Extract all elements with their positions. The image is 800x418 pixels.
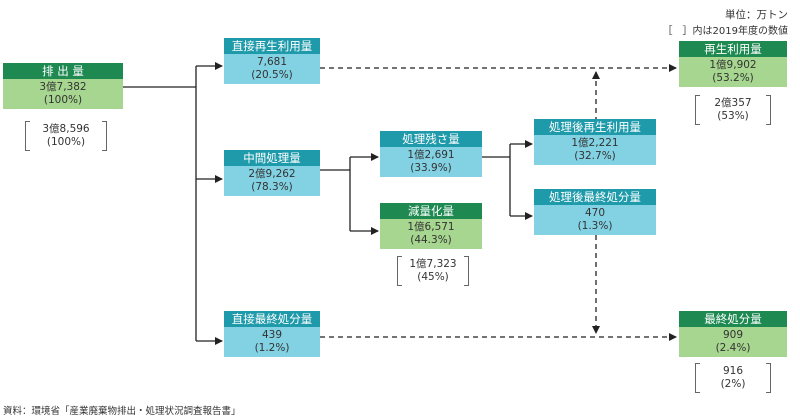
emission-prev-value: 3億8,596	[42, 123, 90, 135]
direct-final-label: 直接最終処分量	[224, 311, 320, 327]
emission-node: 排 出 量 3億7,382 (100%)	[3, 63, 123, 109]
direct-final-pct: (1.2%)	[254, 342, 290, 354]
post-final-pct: (1.3%)	[577, 220, 613, 232]
reduction-label: 減量化量	[380, 203, 482, 219]
intermediate-label: 中間処理量	[224, 150, 320, 166]
reuse-total-prev-bracket: 2億357 (53%)	[695, 95, 771, 125]
emission-label: 排 出 量	[3, 63, 123, 79]
residue-value: 1億2,691	[407, 149, 455, 161]
reduction-prev-bracket: 1億7,323 (45%)	[397, 256, 469, 286]
reduction-node: 減量化量 1億6,571 (44.3%)	[380, 203, 482, 249]
reuse-total-pct: (53.2%)	[712, 72, 754, 84]
post-final-node: 処理後最終処分量 470 (1.3%)	[534, 189, 656, 235]
direct-reuse-pct: (20.5%)	[251, 69, 293, 81]
direct-final-node: 直接最終処分量 439 (1.2%)	[224, 311, 320, 357]
intermediate-pct: (78.3%)	[251, 181, 293, 193]
reuse-total-node: 再生利用量 1億9,902 (53.2%)	[679, 41, 787, 87]
direct-reuse-label: 直接再生利用量	[224, 38, 320, 54]
residue-label: 処理残さ量	[380, 131, 482, 147]
intermediate-node: 中間処理量 2億9,262 (78.3%)	[224, 150, 320, 196]
reuse-total-value: 1億9,902	[709, 59, 757, 71]
post-reuse-label: 処理後再生利用量	[534, 119, 656, 135]
residue-pct: (33.9%)	[410, 162, 452, 174]
reduction-prev-value: 1億7,323	[409, 258, 457, 270]
final-total-prev-value: 916	[722, 365, 744, 377]
reduction-pct: (44.3%)	[410, 234, 452, 246]
reuse-total-label: 再生利用量	[679, 41, 787, 57]
post-final-label: 処理後最終処分量	[534, 189, 656, 205]
emission-pct: (100%)	[43, 94, 83, 106]
post-final-value: 470	[584, 207, 606, 219]
emission-prev-pct: (100%)	[46, 136, 86, 148]
residue-node: 処理残さ量 1億2,691 (33.9%)	[380, 131, 482, 177]
final-total-prev-pct: (2%)	[720, 378, 746, 390]
emission-value: 3億7,382	[39, 81, 87, 93]
bracket-note: ［ ］内は2019年度の数値	[662, 26, 788, 37]
post-reuse-value: 1億2,221	[571, 137, 619, 149]
source-note: 資料：環境省「産業廃棄物排出・処理状況調査報告書」	[3, 406, 241, 417]
final-total-pct: (2.4%)	[715, 342, 751, 354]
final-total-value: 909	[722, 329, 744, 341]
final-total-node: 最終処分量 909 (2.4%)	[679, 311, 787, 357]
reuse-total-prev-value: 2億357	[714, 97, 752, 109]
intermediate-value: 2億9,262	[248, 168, 296, 180]
post-reuse-node: 処理後再生利用量 1億2,221 (32.7%)	[534, 119, 656, 165]
direct-reuse-node: 直接再生利用量 7,681 (20.5%)	[224, 38, 320, 84]
final-total-prev-bracket: 916 (2%)	[695, 363, 771, 393]
final-total-label: 最終処分量	[679, 311, 787, 327]
emission-prev-bracket: 3億8,596 (100%)	[25, 121, 107, 151]
reduction-prev-pct: (45%)	[417, 271, 449, 283]
direct-final-value: 439	[261, 329, 283, 341]
direct-reuse-value: 7,681	[256, 56, 288, 68]
post-reuse-pct: (32.7%)	[574, 150, 616, 162]
reduction-value: 1億6,571	[407, 221, 455, 233]
unit-note: 単位：万トン	[725, 9, 788, 21]
reuse-total-prev-pct: (53%)	[717, 110, 749, 122]
